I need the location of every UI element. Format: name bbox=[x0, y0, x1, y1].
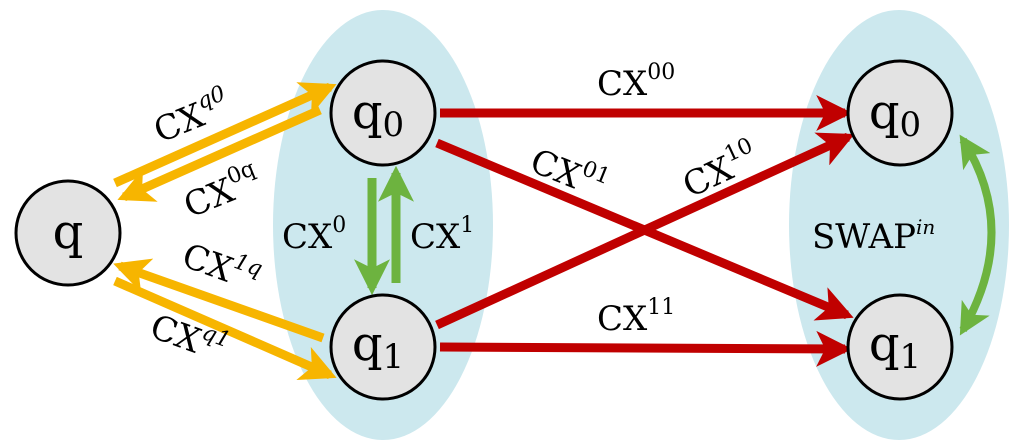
label-cx-00: CX00 bbox=[597, 60, 675, 104]
node-right-q1-sub: 1 bbox=[900, 337, 922, 377]
label-swap-in: SWAPin bbox=[812, 215, 935, 257]
label-cx-q0: CXq0 bbox=[147, 81, 236, 151]
label-cx-1: CX1 bbox=[410, 213, 474, 257]
node-left-q1-sub: 1 bbox=[383, 337, 405, 377]
arrow-cx10 bbox=[435, 132, 855, 330]
svg-text:q1: q1 bbox=[352, 316, 404, 377]
label-cx-0: CX0 bbox=[282, 213, 346, 257]
node-right-q1-base: q bbox=[869, 316, 900, 372]
arrow-q0-to-q bbox=[117, 105, 322, 202]
label-cx-11: CX11 bbox=[597, 295, 675, 339]
node-right-q0: q0 bbox=[846, 59, 954, 167]
node-right-q0-sub: 0 bbox=[900, 105, 922, 145]
node-q-label: q bbox=[53, 204, 84, 260]
svg-text:q0: q0 bbox=[352, 84, 404, 145]
left-cluster bbox=[273, 10, 493, 440]
svg-text:q: q bbox=[53, 204, 84, 260]
node-right-q0-base: q bbox=[869, 84, 900, 140]
arrow-cx11 bbox=[439, 330, 853, 367]
node-left-q0-base: q bbox=[352, 84, 383, 140]
arrow-swap bbox=[959, 134, 996, 336]
svg-text:q0: q0 bbox=[869, 84, 921, 145]
node-q: q bbox=[14, 179, 122, 287]
svg-text:q1: q1 bbox=[869, 316, 921, 377]
node-left-q1: q1 bbox=[329, 293, 437, 401]
arrow-q1-to-q bbox=[113, 258, 325, 343]
node-left-q0: q0 bbox=[329, 59, 437, 167]
arrow-q-to-q1 bbox=[113, 276, 337, 380]
node-left-q0-sub: 0 bbox=[383, 105, 405, 145]
node-right-q1: q1 bbox=[846, 293, 954, 401]
arrow-q-to-q0 bbox=[113, 82, 337, 188]
node-left-q1-base: q bbox=[352, 316, 383, 372]
